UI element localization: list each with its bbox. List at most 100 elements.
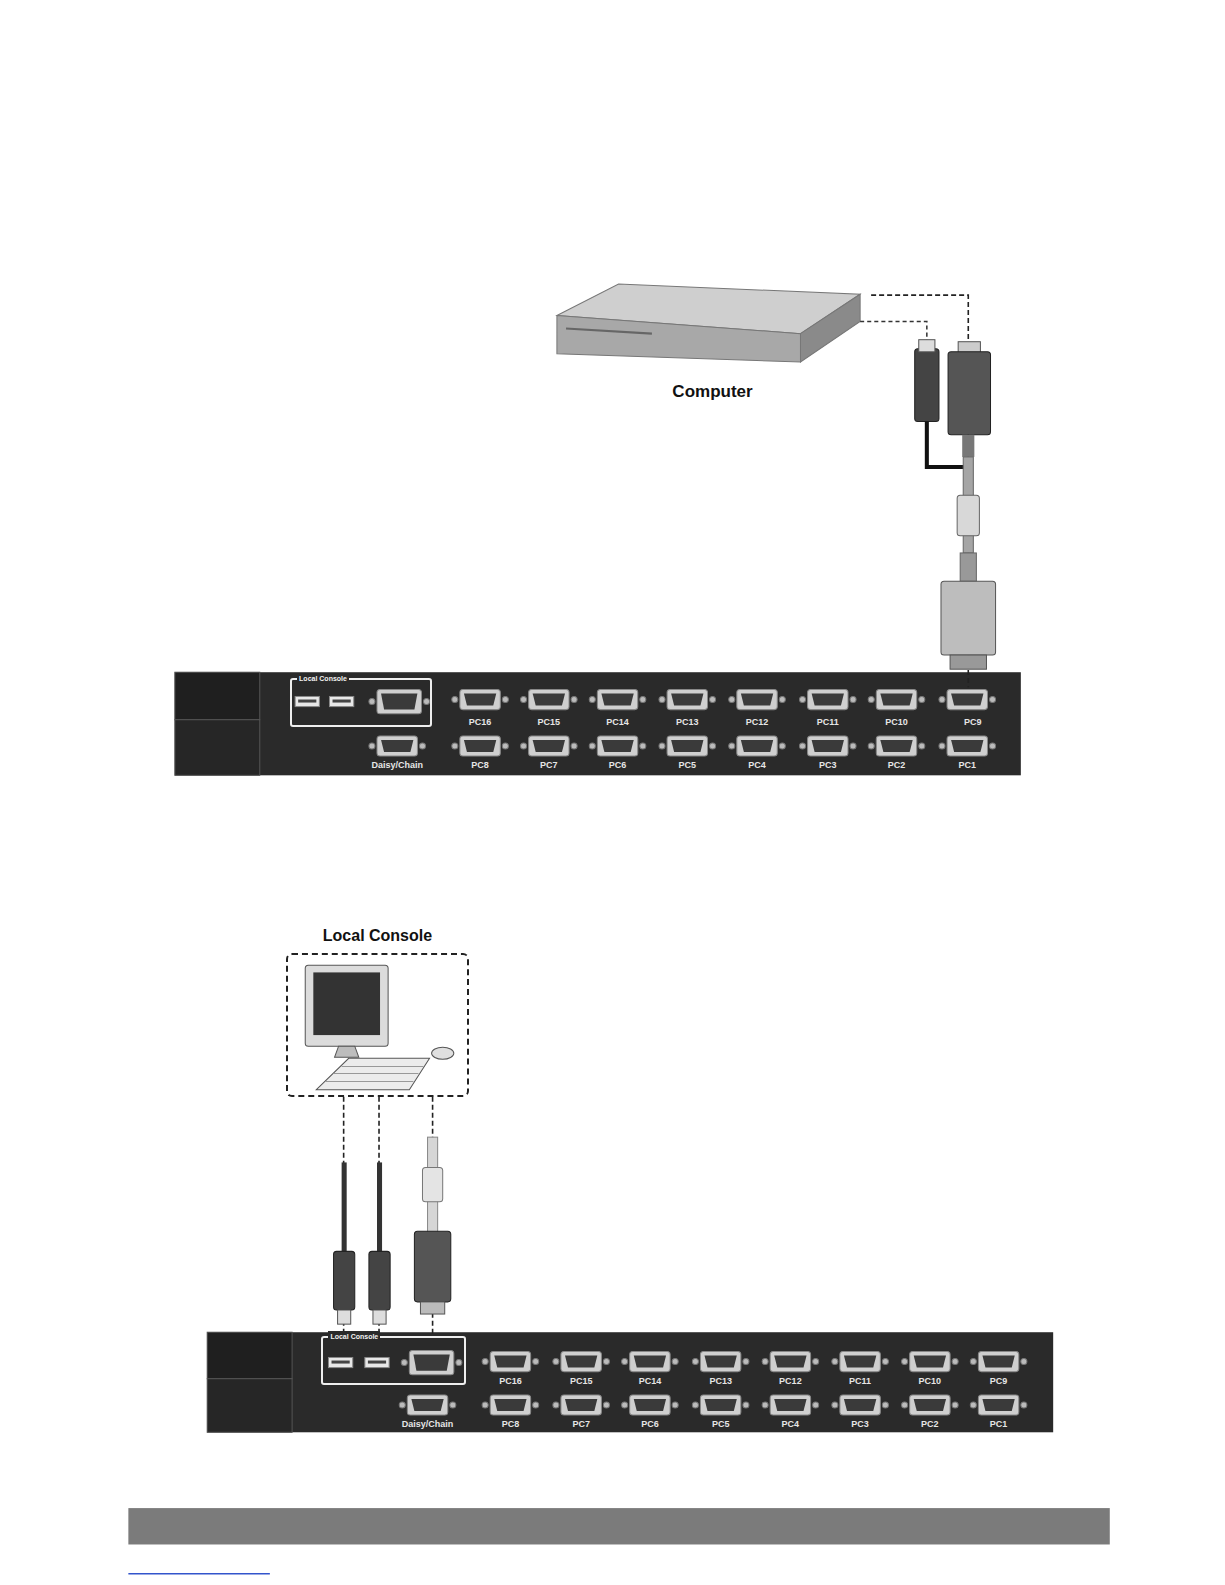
port-screw	[882, 1359, 888, 1365]
usb-cable	[342, 1162, 347, 1251]
console-port-group: Local Console	[321, 1336, 466, 1385]
computer-side	[800, 294, 860, 362]
port-socket	[411, 1399, 443, 1411]
port-socket	[951, 740, 983, 752]
usb-slot	[368, 1361, 386, 1364]
port-socket	[533, 693, 565, 705]
usb-lead	[860, 322, 927, 349]
port-screw	[952, 1359, 958, 1365]
port-screw	[813, 1359, 819, 1365]
port-shell	[808, 736, 848, 756]
port-socket	[413, 1354, 449, 1370]
vga-plug	[414, 1231, 450, 1302]
port-shell	[409, 1350, 453, 1374]
ferrite-core	[422, 1167, 442, 1201]
keyboard	[316, 1058, 429, 1089]
port-shell	[947, 689, 987, 709]
port-shell	[978, 1351, 1018, 1371]
port-screw	[640, 743, 646, 749]
port-screw	[832, 1402, 838, 1408]
port-socket	[844, 1355, 876, 1367]
pc-port: PC9	[940, 687, 1006, 726]
vga-port	[452, 736, 509, 756]
port-shell	[770, 1395, 810, 1415]
usb-cable	[377, 1162, 382, 1251]
port-label: PC3	[851, 1419, 869, 1429]
port-label: PC5	[712, 1419, 730, 1429]
port-screw	[399, 1402, 405, 1408]
port-socket	[812, 693, 844, 705]
port-screw	[952, 1402, 958, 1408]
usb-shell	[295, 696, 319, 706]
port-shell	[700, 1351, 740, 1371]
port-socket	[464, 740, 496, 752]
port-socket	[671, 693, 703, 705]
kvm-panel-top	[175, 672, 1021, 775]
port-shell	[630, 1351, 670, 1371]
footer-bar	[128, 1508, 1109, 1544]
vga-port	[452, 689, 509, 709]
vga-port	[589, 736, 646, 756]
vga-port	[659, 736, 716, 756]
vga-port	[729, 689, 786, 709]
vga-port	[868, 736, 925, 756]
port-shell	[737, 689, 777, 709]
port-screw	[919, 696, 925, 702]
port-screw	[799, 696, 805, 702]
panel-section	[207, 1332, 292, 1378]
port-screw	[882, 1402, 888, 1408]
port-screw	[521, 743, 527, 749]
port-label: Daisy/Chain	[402, 1419, 454, 1429]
usb-shell	[328, 1357, 352, 1367]
port-socket	[381, 740, 413, 752]
port-screw	[832, 1359, 838, 1365]
keyboard-keys	[334, 1073, 419, 1074]
port-label: PC11	[849, 1376, 871, 1386]
port-screw	[779, 696, 785, 702]
port-label: PC15	[570, 1376, 593, 1386]
port-shell	[978, 1395, 1018, 1415]
port-screw	[603, 1402, 609, 1408]
port-label: PC11	[817, 717, 839, 727]
vga-plug	[941, 581, 996, 655]
node-text: Local Console	[328, 1331, 380, 1342]
vga-tip	[950, 655, 986, 669]
usb-shell	[329, 696, 353, 706]
vga-neck	[960, 553, 976, 581]
port-socket	[844, 1399, 876, 1411]
vga-tip	[420, 1302, 444, 1314]
vga-port	[399, 1395, 456, 1415]
port-screw	[622, 1402, 628, 1408]
port-label: PC8	[502, 1419, 520, 1429]
node-text: PC9	[940, 717, 1006, 727]
usb-port	[329, 696, 353, 706]
port-socket	[565, 1355, 597, 1367]
port-label: PC4	[748, 760, 766, 770]
port-screw	[672, 1359, 678, 1365]
port-shell	[876, 689, 916, 709]
port-socket	[565, 1399, 597, 1411]
node-text: Local Console	[288, 927, 467, 945]
port-shell	[667, 736, 707, 756]
port-screw	[762, 1402, 768, 1408]
monitor-stand	[335, 1046, 359, 1057]
port-socket	[914, 1399, 946, 1411]
port-screw	[450, 1402, 456, 1408]
port-shell	[597, 736, 637, 756]
port-screw	[939, 743, 945, 749]
port-screw	[1021, 1402, 1027, 1408]
usb-tip	[919, 340, 935, 352]
port-socket	[880, 693, 912, 705]
port-screw	[423, 699, 429, 705]
port-screw	[729, 743, 735, 749]
vga-port	[482, 1395, 539, 1415]
vga-port	[589, 689, 646, 709]
port-screw	[850, 743, 856, 749]
vga-port	[553, 1395, 610, 1415]
port-screw	[729, 696, 735, 702]
vga-port	[868, 689, 925, 709]
port-screw	[571, 743, 577, 749]
panel-section	[175, 672, 260, 720]
port-screw	[919, 743, 925, 749]
